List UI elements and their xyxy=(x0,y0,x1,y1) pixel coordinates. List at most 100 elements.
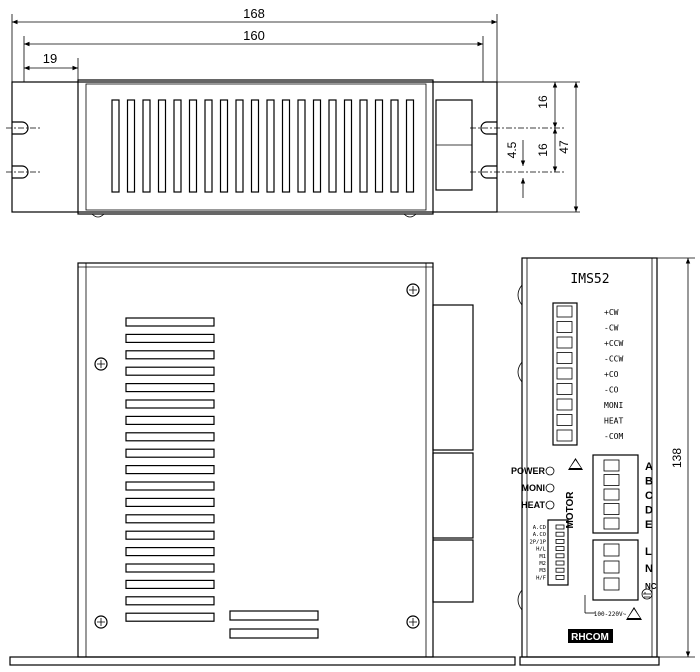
vent-slot xyxy=(125,350,215,360)
indicator-label: POWER xyxy=(511,466,546,476)
ground-icon xyxy=(641,588,653,600)
vent-slot xyxy=(125,497,215,507)
vent-slot xyxy=(173,99,182,193)
power-terminal xyxy=(603,543,620,557)
dim-16-bottom-label: 16 xyxy=(536,143,550,157)
vent-slot xyxy=(281,99,291,193)
body-outline xyxy=(77,79,434,215)
io-label: -COM xyxy=(604,432,623,441)
io-label: -CCW xyxy=(604,355,623,364)
dim-16-top-label: 16 xyxy=(536,95,550,109)
motor-pin-label: A xyxy=(645,461,653,473)
model-label: IMS52 xyxy=(570,272,609,287)
vent-slot xyxy=(297,99,306,193)
vent-slot xyxy=(125,546,215,557)
screw-icon xyxy=(94,615,108,629)
vent-slot xyxy=(125,563,215,573)
top-view: 168 160 19 16 16 xyxy=(6,6,580,218)
dip-switch[interactable] xyxy=(555,531,565,537)
io-terminal xyxy=(556,429,573,442)
io-label: +CCW xyxy=(604,339,623,348)
dim-4-5-label: 4.5 xyxy=(505,141,519,158)
io-terminal xyxy=(556,383,573,395)
vent-slot xyxy=(359,99,368,193)
voltage-label: 100-220V~ xyxy=(594,611,627,618)
led-indicator xyxy=(545,483,555,493)
vent-slot xyxy=(405,99,415,193)
dip-switch[interactable] xyxy=(555,524,565,530)
vent-slot xyxy=(125,415,215,425)
motor-label: MOTOR xyxy=(565,491,576,529)
vent-slot xyxy=(219,99,229,193)
motor-terminal xyxy=(603,474,620,486)
dim-47-label: 47 xyxy=(557,140,571,154)
dip-switch-label: M3 xyxy=(539,568,546,574)
vent-slot xyxy=(374,99,384,193)
indicator-label: MONI xyxy=(522,483,546,493)
motor-terminal xyxy=(603,488,620,501)
motor-terminal xyxy=(603,459,620,472)
brand-label: RHCOM xyxy=(571,632,609,643)
warning-icon xyxy=(626,607,642,620)
brand-logo: RHCOM xyxy=(568,629,613,643)
io-label: HEAT xyxy=(604,417,623,426)
side-terminal-1 xyxy=(432,304,474,451)
base-plate xyxy=(9,656,516,666)
power-terminal xyxy=(603,577,620,591)
vent-slot xyxy=(250,99,260,193)
motor-terminal xyxy=(603,517,620,530)
io-terminal xyxy=(556,336,573,349)
io-terminal xyxy=(556,398,573,411)
indicator-label: HEAT xyxy=(521,500,545,510)
dim-19-label: 19 xyxy=(43,51,57,66)
vent-slot xyxy=(157,99,167,193)
vent-slot xyxy=(266,99,275,193)
led-indicator xyxy=(545,466,555,476)
power-pin-label: NC xyxy=(645,582,657,591)
side-vent-slots xyxy=(125,317,215,622)
vent-slot xyxy=(125,612,215,622)
motor-terminal-block xyxy=(592,454,639,534)
motor-terminal xyxy=(603,503,620,515)
motor-pin-label: D xyxy=(645,505,653,517)
io-terminal xyxy=(556,414,573,426)
motor-pin-label: E xyxy=(645,519,652,531)
dip-switch[interactable] xyxy=(555,560,565,566)
vent-slot xyxy=(111,99,120,193)
dip-switch-label: A.CO xyxy=(533,532,546,538)
vent-slot xyxy=(188,99,198,193)
dip-switch[interactable] xyxy=(555,546,565,551)
side-body-outline xyxy=(77,262,434,658)
power-pin-label: L xyxy=(645,546,652,558)
io-label: -CW xyxy=(604,324,619,333)
vent-slot xyxy=(125,596,215,606)
dip-switch[interactable] xyxy=(555,553,565,559)
vent-slot xyxy=(125,530,215,540)
dip-switch[interactable] xyxy=(555,575,565,580)
dip-switch-label: A.CD xyxy=(533,525,546,531)
power-terminal-block xyxy=(592,539,639,601)
io-terminal-block xyxy=(552,302,578,446)
vent-slot xyxy=(125,465,215,475)
vent-slot xyxy=(125,448,215,458)
flange-outline xyxy=(11,81,498,213)
side-view xyxy=(9,262,516,666)
power-terminal xyxy=(603,560,620,574)
vent-slot xyxy=(125,579,215,590)
dip-switch[interactable] xyxy=(555,539,565,544)
top-vent-slots xyxy=(111,99,415,193)
dip-switch-label: M1 xyxy=(539,554,546,560)
vent-slot xyxy=(125,383,215,393)
vent-slot xyxy=(142,99,151,193)
dip-switch[interactable] xyxy=(555,567,565,573)
front-panel-outline xyxy=(521,257,658,658)
dim-160-label: 160 xyxy=(243,28,265,43)
io-label: MONI xyxy=(604,401,623,410)
io-label: +CW xyxy=(604,308,619,317)
dip-switch-block[interactable] xyxy=(547,519,569,586)
vent-slot xyxy=(126,99,136,193)
screw-icon xyxy=(406,283,420,297)
io-label: +CO xyxy=(604,370,619,379)
